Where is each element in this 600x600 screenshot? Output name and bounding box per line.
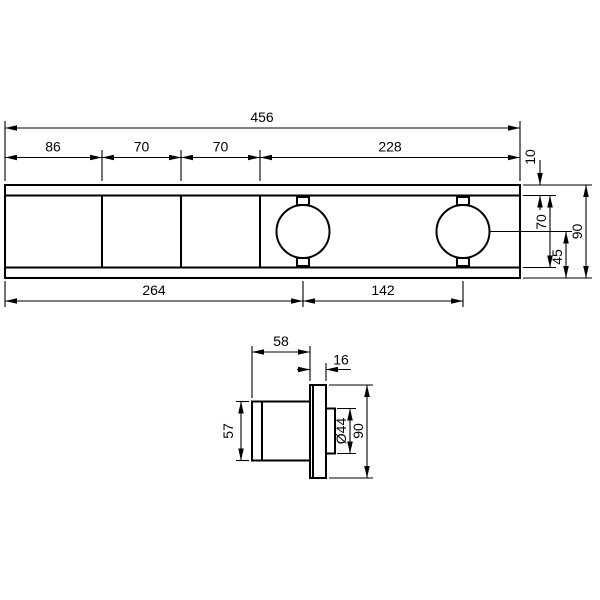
dim-label-inner-height: 70 — [533, 214, 549, 230]
dim-label-side-total-height: 90 — [350, 423, 366, 439]
left-handle-knob — [275, 204, 331, 259]
dim-label-total-width: 456 — [250, 109, 274, 125]
dim-label-top-offset: 10 — [522, 149, 538, 165]
dim-label-handle-spacing: 142 — [371, 282, 395, 298]
left-handle-top-tab — [296, 196, 310, 206]
dim-label-segment-1: 86 — [45, 139, 61, 155]
dim-label-center-to-bottom: 45 — [549, 249, 565, 265]
dimensions-top: 456 86 70 70 228 — [4, 109, 521, 181]
dim-label-edge-to-first-handle: 264 — [142, 282, 166, 298]
dim-label-plate-thickness: 16 — [333, 352, 349, 368]
valve-body — [251, 400, 311, 462]
dimensions-right: 10 70 45 90 — [489, 149, 592, 279]
right-handle-bottom-tab — [456, 257, 470, 267]
dim-label-body-height: 57 — [220, 423, 236, 439]
dim-label-body-depth: 58 — [273, 333, 289, 349]
dimensions-bottom: 264 142 — [4, 281, 464, 307]
dim-label-segment-4: 228 — [378, 139, 402, 155]
dim-label-handle-diameter: Ø44 — [333, 418, 349, 445]
side-view — [251, 384, 336, 479]
front-view — [4, 184, 521, 279]
dim-label-segment-3: 70 — [213, 139, 229, 155]
right-handle-top-tab — [456, 196, 470, 206]
left-handle-bottom-tab — [296, 257, 310, 267]
handle-profile — [325, 407, 336, 455]
panel-outline — [4, 184, 521, 279]
dim-label-segment-2: 70 — [134, 139, 150, 155]
dim-label-total-height: 90 — [569, 224, 585, 240]
right-handle-knob — [435, 204, 491, 259]
dimensions-side-view: 58 16 57 Ø44 90 — [220, 333, 373, 479]
